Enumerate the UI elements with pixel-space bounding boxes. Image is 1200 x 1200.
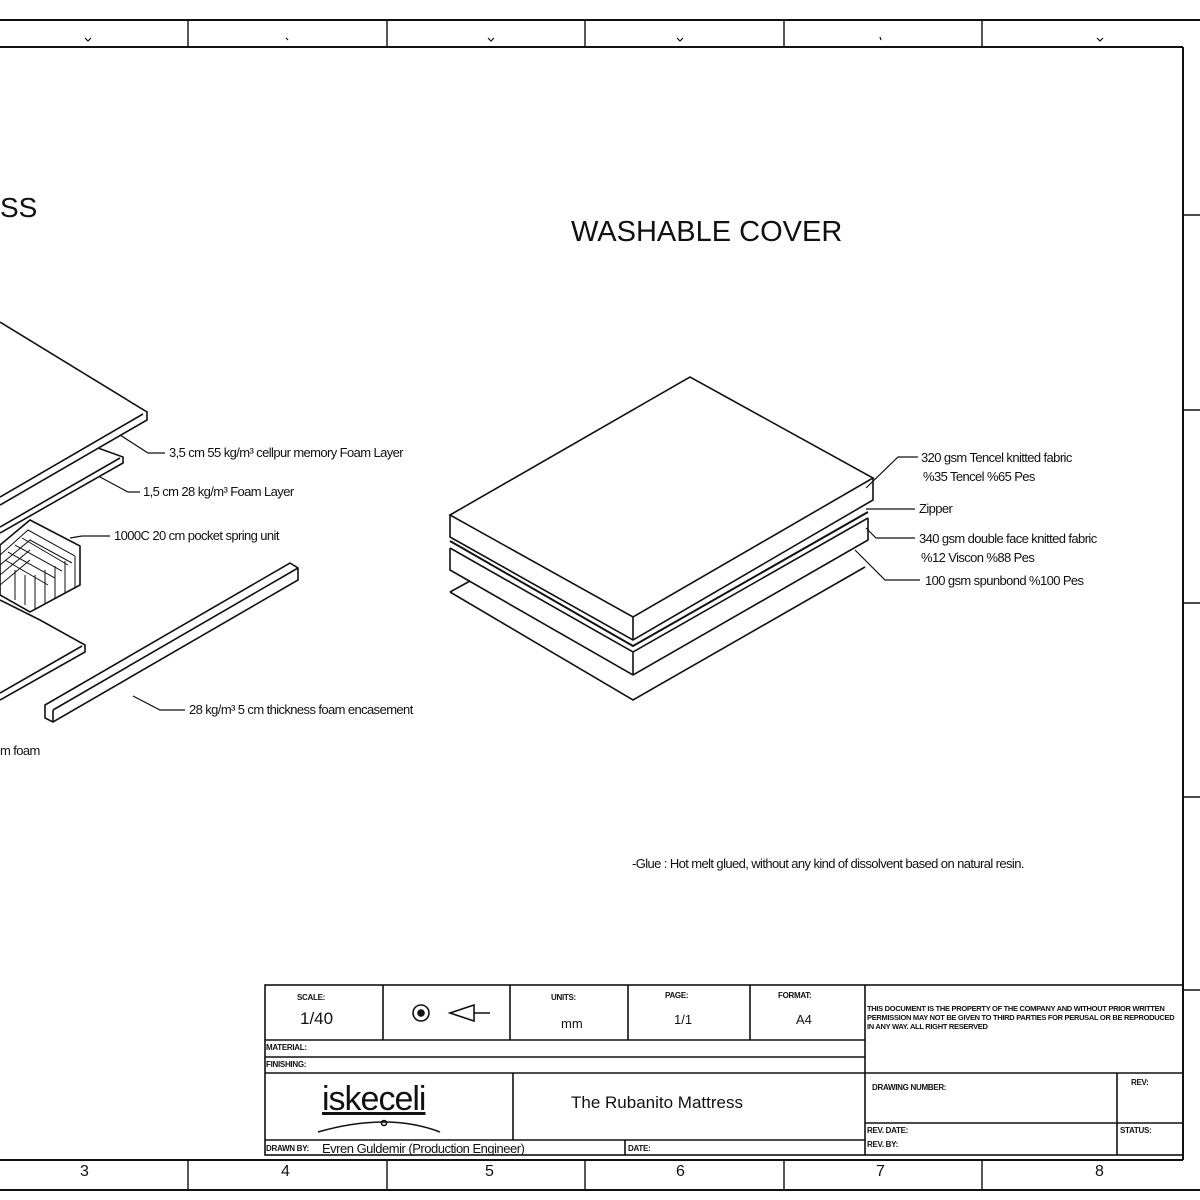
material-label: MATERIAL: <box>266 1043 307 1052</box>
rev-date-label: REV. DATE: <box>867 1126 909 1135</box>
label-pocket-spring: 1000C 20 cm pocket spring unit <box>114 528 279 543</box>
rev-label: REV: <box>1131 1078 1149 1087</box>
label-foam-layer: 1,5 cm 28 kg/m³ Foam Layer <box>143 484 294 499</box>
label-tencel-composition: %35 Tencel %65 Pes <box>923 469 1035 484</box>
company-logo: iskeceli <box>322 1080 426 1118</box>
scale-label: SCALE: <box>297 993 325 1002</box>
page-label: PAGE: <box>665 991 689 1000</box>
mattress-exploded-view <box>0 321 299 723</box>
label-spunbond: 100 gsm spunbond %100 Pes <box>925 573 1084 588</box>
label-partial-foam: m foam <box>0 743 40 758</box>
status-label: STATUS: <box>1120 1126 1152 1135</box>
drawn-by-value: Evren Guldemir (Production Engineer) <box>322 1141 525 1156</box>
scale-value: 1/40 <box>300 1009 334 1028</box>
units-value: mm <box>561 1016 583 1031</box>
label-zipper: Zipper <box>919 501 953 516</box>
finishing-label: FINISHING: <box>266 1060 307 1069</box>
label-double-face-fabric: 340 gsm double face knitted fabric <box>919 531 1097 546</box>
zone-label-7: 7 <box>876 1163 885 1180</box>
zone-label-3: 3 <box>80 1163 89 1180</box>
mattress-view-title: SS <box>0 192 38 223</box>
zone-label-4: 4 <box>281 1163 290 1180</box>
ownership-notice: THIS DOCUMENT IS THE PROPERTY OF THE COM… <box>867 1004 1175 1031</box>
drawing-number-label: DRAWING NUMBER: <box>872 1083 947 1092</box>
format-label: FORMAT: <box>778 991 812 1000</box>
label-foam-encasement: 28 kg/m³ 5 cm thickness foam encasement <box>189 702 413 717</box>
units-label: UNITS: <box>551 993 576 1002</box>
drawn-by-label: DRAWN BY: <box>266 1144 309 1153</box>
zone-label-5: 5 <box>485 1163 494 1180</box>
drawing-title: The Rubanito Mattress <box>571 1093 743 1112</box>
label-tencel-fabric: 320 gsm Tencel knitted fabric <box>921 450 1072 465</box>
label-memory-foam: 3,5 cm 55 kg/m³ cellpur memory Foam Laye… <box>169 445 404 460</box>
zone-label-8: 8 <box>1095 1163 1104 1180</box>
page-value: 1/1 <box>674 1012 693 1027</box>
title-block-lines <box>264 984 1184 1156</box>
zone-label-6: 6 <box>676 1163 685 1180</box>
rev-by-label: REV. BY: <box>867 1140 898 1149</box>
cover-exploded-view <box>448 376 920 701</box>
date-label: DATE: <box>628 1144 651 1153</box>
format-value: A4 <box>796 1012 812 1027</box>
projection-symbol-icon <box>412 1003 490 1023</box>
logo-swoosh <box>317 1119 441 1133</box>
cover-view-title: WASHABLE COVER <box>571 216 843 248</box>
glue-note: -Glue : Hot melt glued, without any kind… <box>632 856 1024 871</box>
label-viscon-composition: %12 Viscon %88 Pes <box>921 550 1035 565</box>
drawing-frame <box>0 19 1200 1191</box>
